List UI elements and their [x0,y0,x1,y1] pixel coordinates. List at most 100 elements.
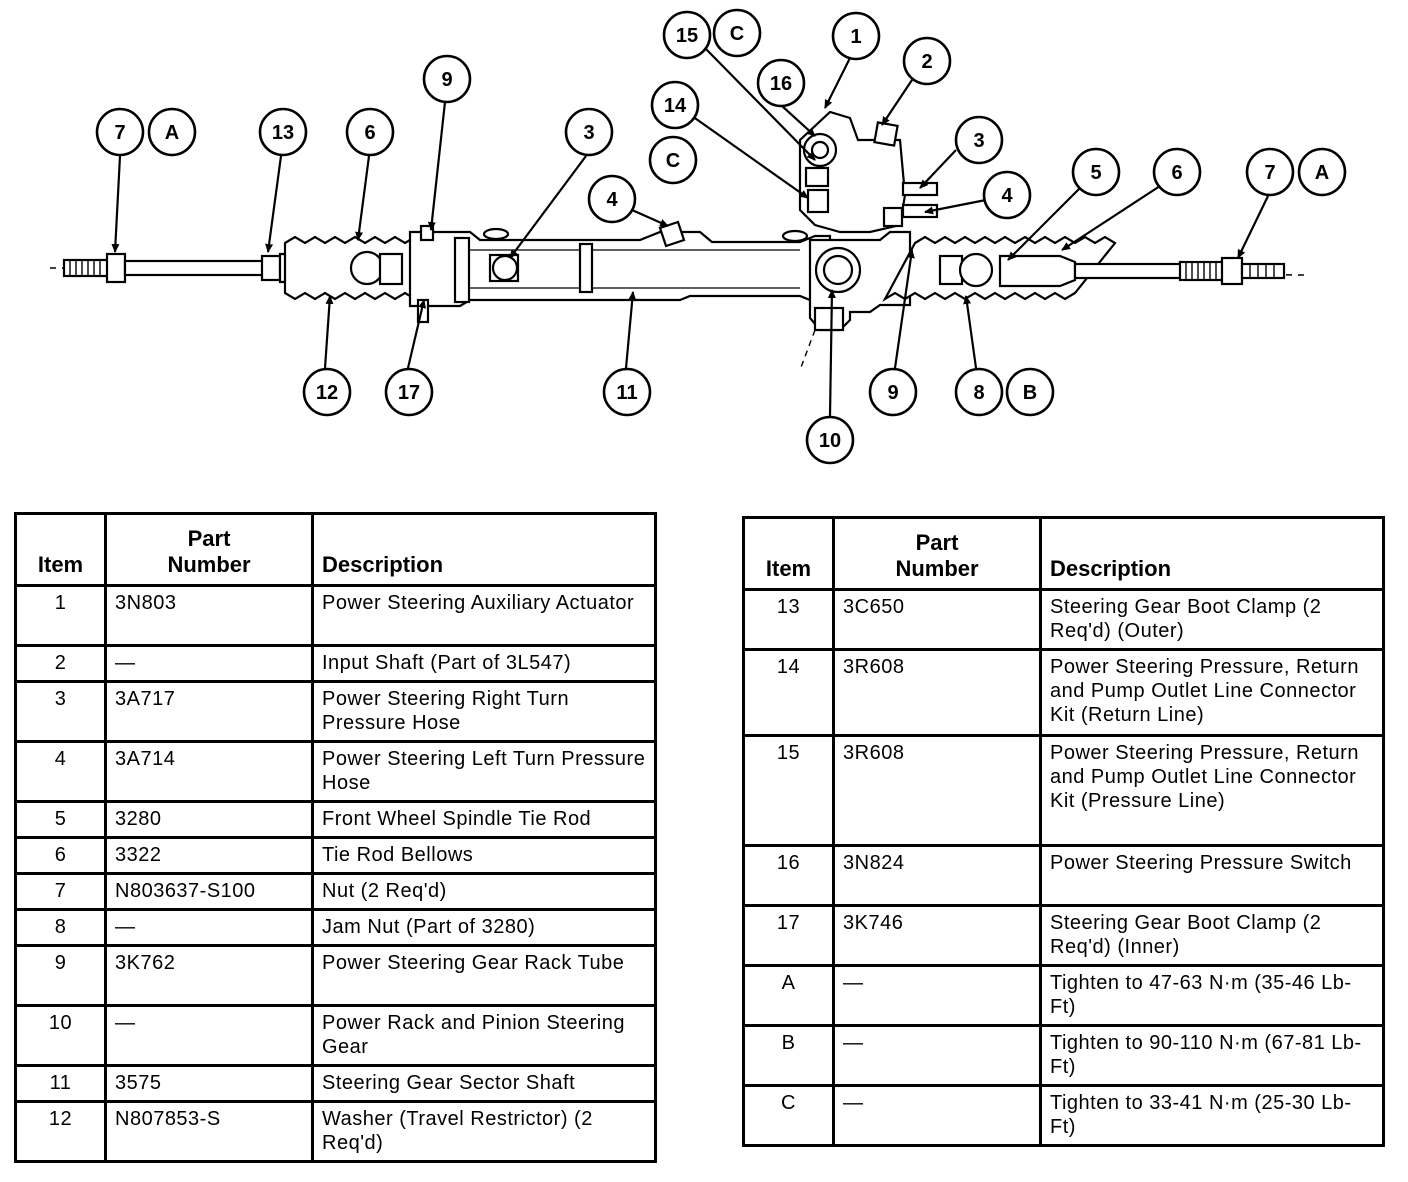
cell-part-number: 3N824 [832,844,1042,907]
cell-part-number: 3C650 [832,588,1042,651]
cell-item: 2 [14,644,107,683]
cell-item: 11 [14,1064,107,1103]
cell-description: Washer (Travel Restrictor) (2 Req'd) [311,1100,657,1163]
callout-circle [587,174,637,224]
cell-item: 15 [742,734,835,847]
cell-description: Power Steering Pressure Switch [1039,844,1385,907]
callout-circle [1245,147,1295,197]
callout-label: 3 [973,130,984,152]
callout-label: 13 [272,122,294,144]
leader-lines [111,47,1269,417]
cell-description: Steering Gear Boot Clamp (2 Req'd) (Oute… [1039,588,1385,651]
table-row: 10—Power Rack and Pinion Steering Gear [14,1004,657,1067]
callout-label: C [730,23,744,45]
cell-description: Tighten to 90-110 N·m (67-81 Lb-Ft) [1039,1024,1385,1087]
cell-description: Tighten to 47-63 N·m (35-46 Lb-Ft) [1039,964,1385,1027]
cell-description: Tie Rod Bellows [311,836,657,875]
cell-item: 4 [14,740,107,803]
rack-assembly-drawing [49,110,1306,371]
cell-item: 10 [14,1004,107,1067]
cell-item: A [742,964,835,1027]
cell-part-number: — [832,964,1042,1027]
callout-label: 9 [887,382,898,404]
cell-item: 1 [14,584,107,647]
cell-part-number: — [104,1004,314,1067]
table-header-row: Item Part Number Description [742,516,1385,591]
header-item: Item [14,512,107,587]
callout-circle [712,8,762,58]
table-row: C—Tighten to 33-41 N·m (25-30 Lb-Ft) [742,1084,1385,1147]
callout-circle [1071,147,1121,197]
callout-circle [345,107,395,157]
steering-gear-diagram: 7 A 13 6 9 3 4 15 C 14 C 16 1 2 3 4 5 6 … [49,8,1347,465]
callout-label: 7 [1264,162,1275,184]
cell-item: 9 [14,944,107,1007]
callout-label: 7 [114,122,125,144]
callout-circle [648,135,698,185]
cell-part-number: 3280 [104,800,314,839]
callout-label: A [165,122,179,144]
cell-description: Front Wheel Spindle Tie Rod [311,800,657,839]
table-row: A—Tighten to 47-63 N·m (35-46 Lb-Ft) [742,964,1385,1027]
cell-part-number: 3R608 [832,734,1042,847]
table-row: 8—Jam Nut (Part of 3280) [14,908,657,947]
callout-circle [564,107,614,157]
cell-description: Nut (2 Req'd) [311,872,657,911]
callout-label: 5 [1090,162,1101,184]
callout-circle [650,80,700,130]
callout-circle [662,10,712,60]
cell-part-number: — [832,1084,1042,1147]
callout-labels: 7 A 13 6 9 3 4 15 C 14 C 16 1 2 3 4 5 6 … [114,23,1329,452]
cell-description: Steering Gear Sector Shaft [311,1064,657,1103]
cell-part-number: 3K746 [832,904,1042,967]
callout-circle [982,170,1032,220]
callout-circle [954,115,1004,165]
callout-circle [422,54,472,104]
callout-label: 14 [664,95,687,117]
cell-item: 3 [14,680,107,743]
table-header-row: Item Part Number Description [14,512,657,587]
cell-part-number: — [104,644,314,683]
callout-label: 3 [583,122,594,144]
callout-circle [302,367,352,417]
header-item: Item [742,516,835,591]
callout-label: 12 [316,382,338,404]
cell-item: 14 [742,648,835,737]
callout-label: 10 [819,430,841,452]
callout-label: 4 [1001,185,1013,207]
callout-circle [902,36,952,86]
header-part-number: Part Number [832,516,1042,591]
callout-circle [147,107,197,157]
callout-label: 17 [398,382,420,404]
cell-part-number: 3K762 [104,944,314,1007]
cell-item: 13 [742,588,835,651]
callout-label: 6 [364,122,375,144]
table-row: 2—Input Shaft (Part of 3L547) [14,644,657,683]
cell-description: Power Steering Right Turn Pressure Hose [311,680,657,743]
cell-item: C [742,1084,835,1147]
table-row: B—Tighten to 90-110 N·m (67-81 Lb-Ft) [742,1024,1385,1087]
callout-label: 4 [606,189,618,211]
callout-circle [1152,147,1202,197]
header-description: Description [1039,516,1385,591]
cell-part-number: 3575 [104,1064,314,1103]
cell-description: Tighten to 33-41 N·m (25-30 Lb-Ft) [1039,1084,1385,1147]
callout-circle [868,367,918,417]
cell-part-number: 3A714 [104,740,314,803]
callout-label: C [666,150,680,172]
callout-label: 9 [441,69,452,91]
cell-description: Power Steering Pressure, Return and Pump… [1039,734,1385,847]
cell-part-number: 3N803 [104,584,314,647]
cell-description: Steering Gear Boot Clamp (2 Req'd) (Inne… [1039,904,1385,967]
